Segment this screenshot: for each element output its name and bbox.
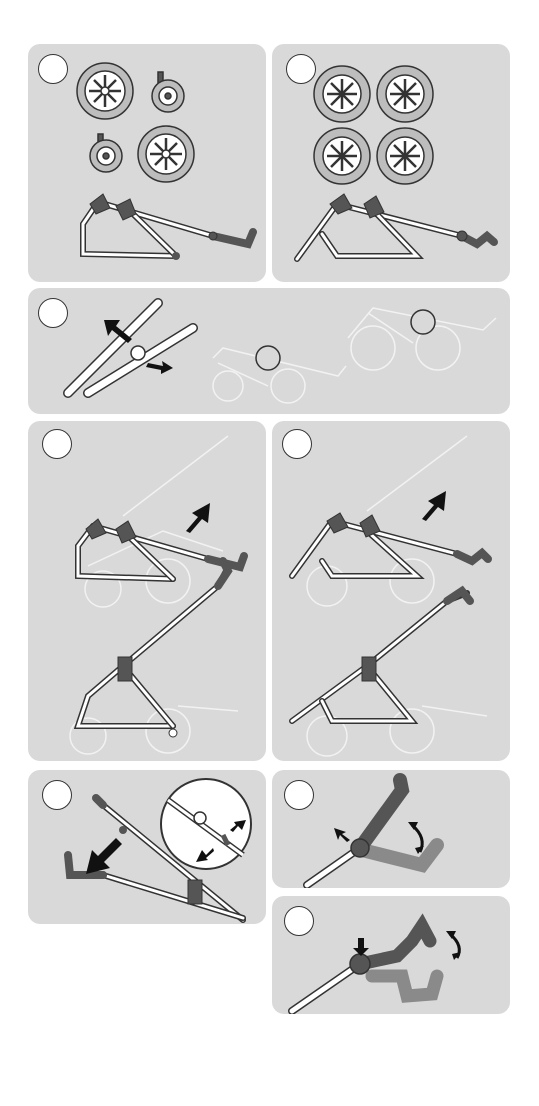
step-6-illustration xyxy=(28,770,266,924)
adjust-button-alt xyxy=(350,954,370,974)
step-8-illustration xyxy=(272,896,510,1014)
step-panel-6 xyxy=(28,770,266,924)
step-panel-2 xyxy=(272,44,510,282)
swivel-wheel-small-1 xyxy=(152,72,184,112)
unfolded-frame-bottom xyxy=(78,561,228,737)
large-wheel-front-left xyxy=(77,63,133,119)
step-4-illustration xyxy=(28,421,266,761)
folded-frame xyxy=(83,194,253,260)
arrow-up-right-2 xyxy=(422,491,446,521)
handle-bar xyxy=(360,780,402,848)
ghost-stroller-large xyxy=(348,308,496,370)
large-wheel-2 xyxy=(377,66,433,122)
step-panel-4 xyxy=(28,421,266,761)
press-arrow xyxy=(334,828,350,842)
large-wheel-1 xyxy=(314,66,370,122)
swivel-wheel-small-2 xyxy=(90,134,122,172)
step-panel-3 xyxy=(28,288,510,414)
ghost-handle xyxy=(362,845,437,865)
step-5-illustration xyxy=(272,421,510,761)
frame-tube xyxy=(307,850,357,885)
large-wheel-4 xyxy=(377,128,433,184)
folded-frame-2 xyxy=(297,194,494,259)
adjust-button xyxy=(351,839,369,857)
arrow-down-left xyxy=(86,838,122,874)
arrow-up-right xyxy=(186,503,210,533)
unfolded-frame-bottom-2 xyxy=(292,591,470,721)
latch-closeup xyxy=(68,303,193,393)
step-3-illustration xyxy=(28,288,510,414)
step-panel-8 xyxy=(272,896,510,1014)
step-1-illustration xyxy=(28,44,266,282)
large-wheel-3 xyxy=(314,128,370,184)
ghost-handle-alt xyxy=(372,976,437,996)
step-panel-1 xyxy=(28,44,266,282)
detail-zoom-circle xyxy=(161,779,251,869)
handle-bar-alt xyxy=(360,926,430,964)
step-panel-5 xyxy=(272,421,510,761)
frame-tube-alt xyxy=(292,966,357,1011)
step-panel-7 xyxy=(272,770,510,888)
arrow-down-right xyxy=(146,361,173,374)
step-7-illustration xyxy=(272,770,510,888)
large-wheel-rear xyxy=(138,126,194,182)
step-2-illustration xyxy=(272,44,510,282)
ghost-stroller-small xyxy=(213,346,346,403)
press-arrow-alt xyxy=(353,938,369,956)
